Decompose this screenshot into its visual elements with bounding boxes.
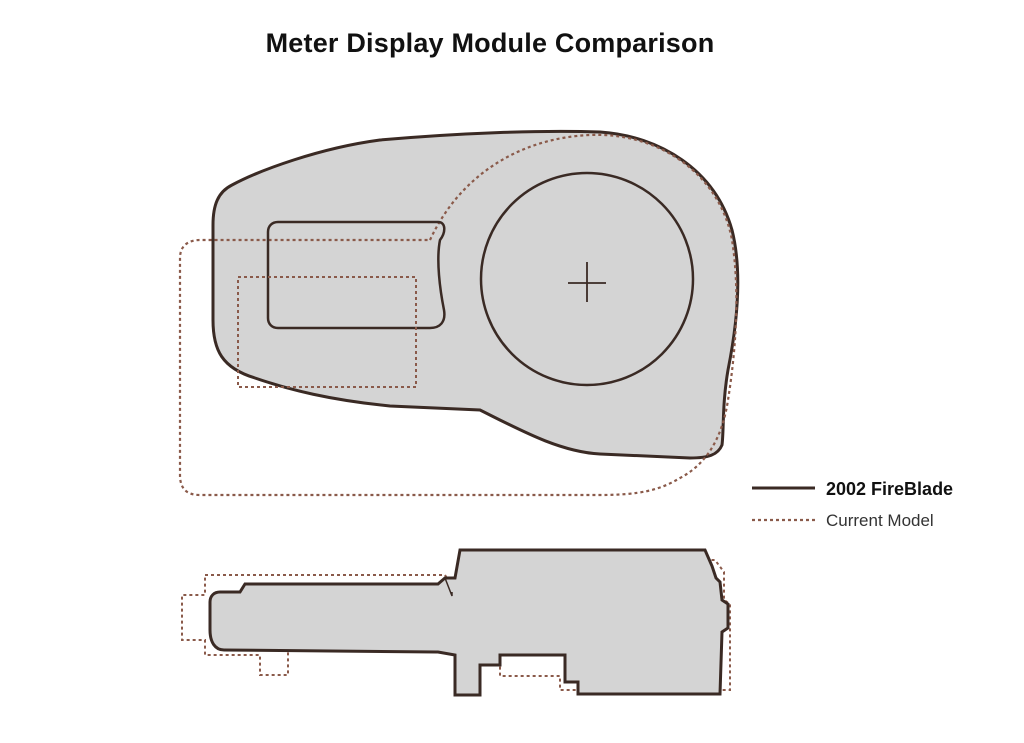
fireblade-side-outline xyxy=(208,548,730,697)
current-model-front-outline xyxy=(178,133,738,497)
fireblade-lcd-window xyxy=(266,220,446,330)
legend-label-current-model: Current Model xyxy=(826,511,934,530)
fireblade-side-step-detail xyxy=(444,577,453,597)
legend-label-fireblade: 2002 FireBlade xyxy=(826,479,953,499)
diagram-title: Meter Display Module Comparison xyxy=(265,28,715,58)
